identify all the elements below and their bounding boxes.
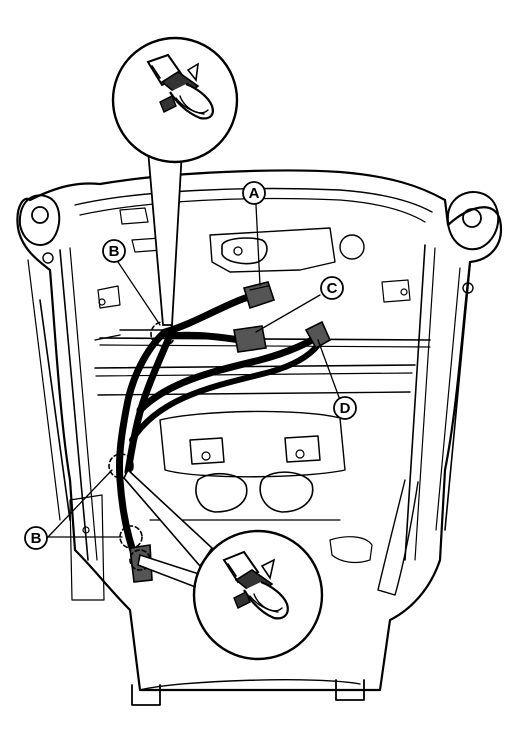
- clip-detail-bottom: [222, 550, 289, 620]
- svg-text:D: D: [340, 400, 351, 417]
- clip-detail-top: [146, 53, 214, 120]
- magnifier-top: [111, 36, 239, 326]
- magnifier-bottom: [123, 468, 324, 661]
- clip-location-mid: [108, 453, 134, 479]
- right-pivot-bracket: [446, 191, 500, 294]
- bottom-tabs: [131, 679, 365, 706]
- leader-lines: [47, 204, 341, 538]
- left-pivot-bracket: [18, 194, 61, 264]
- callout-b-top: B: [102, 239, 126, 263]
- connector-d: [304, 320, 332, 350]
- seat-back-frame: [16, 169, 503, 692]
- svg-text:B: B: [31, 530, 42, 547]
- callout-a: A: [242, 181, 266, 205]
- svg-text:C: C: [327, 280, 338, 297]
- wire-harness: [94, 292, 324, 569]
- lower-panel: [69, 410, 373, 601]
- connector-c: [233, 325, 267, 353]
- svg-text:A: A: [249, 185, 260, 202]
- callout-b-left: B: [24, 526, 48, 550]
- connector-a: [242, 281, 276, 310]
- callout-d: D: [333, 396, 357, 420]
- callout-c: C: [320, 276, 344, 300]
- svg-text:B: B: [109, 243, 120, 260]
